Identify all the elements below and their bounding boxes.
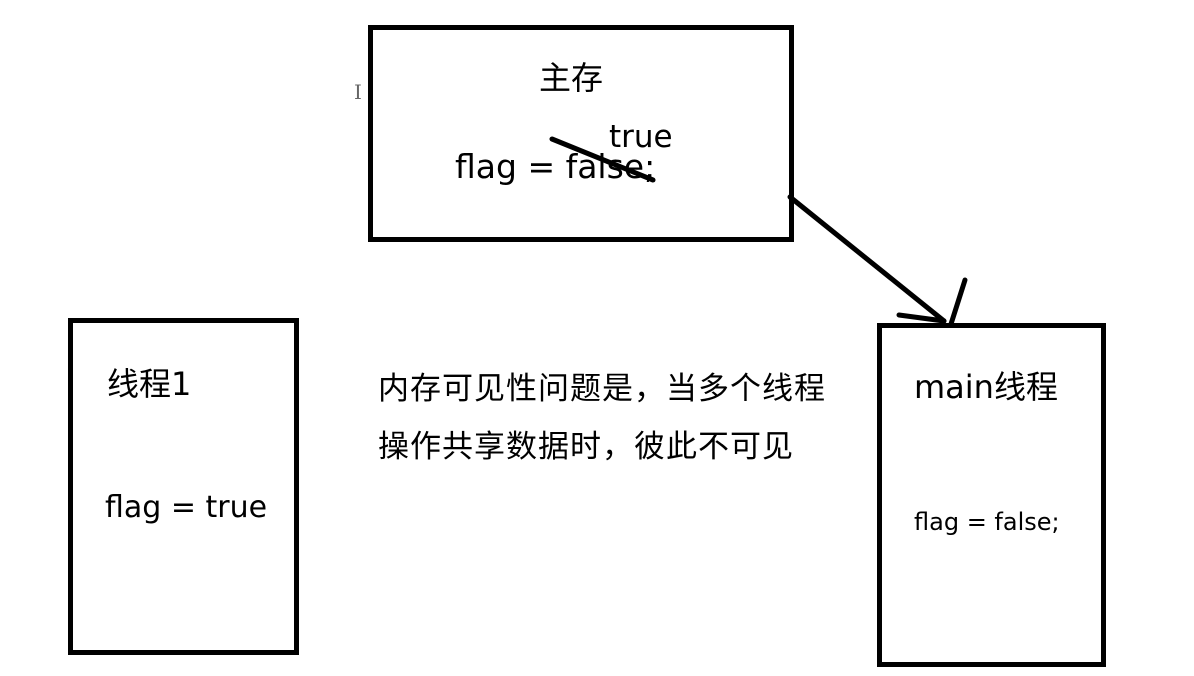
main-memory-box: 主存 flag = false; true (368, 25, 794, 242)
thread1-box: 线程1 flag = true (68, 318, 299, 655)
thread1-title: 线程1 (107, 365, 192, 403)
main-memory-title: 主存 (539, 59, 604, 97)
thread1-variable: flag = true (105, 490, 268, 525)
arrow-head-right (948, 277, 968, 327)
main-memory-correction: true (609, 119, 673, 155)
main-thread-variable: flag = false; (914, 508, 1060, 536)
arrow-shaft (787, 194, 947, 324)
main-thread-box: main线程 flag = false; (877, 323, 1106, 667)
arrow-head-left (896, 312, 947, 324)
main-thread-title: main线程 (914, 368, 1058, 406)
text-cursor-icon: I (354, 80, 362, 104)
description-text: 内存可见性问题是，当多个线程操作共享数据时，彼此不可见 (378, 371, 826, 465)
